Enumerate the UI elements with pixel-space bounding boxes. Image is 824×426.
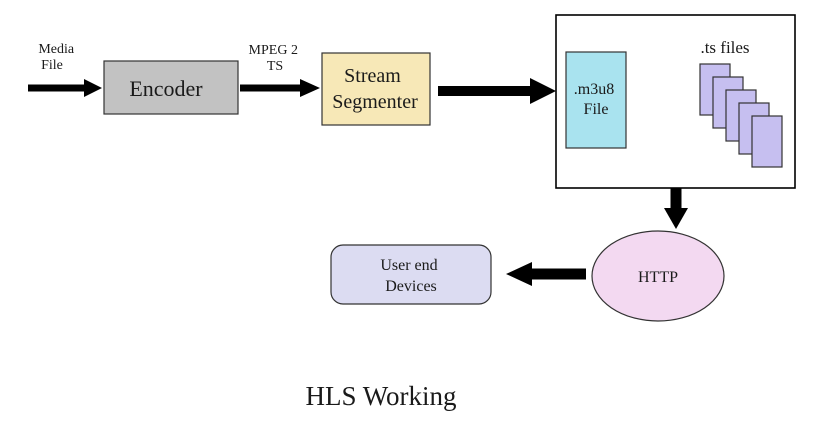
encoder-box: [103, 60, 239, 115]
diagram-title: HLS Working: [305, 381, 456, 411]
input-label-line-1: Media: [38, 42, 75, 57]
ts-file-stack: [699, 63, 783, 168]
devices-label: User end Devices: [380, 257, 441, 295]
http-node: HTTP: [591, 230, 725, 322]
segmenter-label-line-2: Segmenter: [332, 91, 418, 113]
m3u8-label-line-1: .m3u8: [574, 81, 614, 98]
m3u8-label-line-2: File: [584, 101, 609, 118]
arrow-http-to-devices: [506, 262, 586, 286]
encoder-label: Encoder: [129, 76, 203, 101]
http-label: HTTP: [638, 269, 678, 286]
segmenter-box: [321, 52, 431, 126]
ts-file: [751, 115, 783, 168]
devices-node: User end Devices: [330, 244, 492, 305]
encoder-output-label-line-2: TS: [267, 59, 283, 74]
arrow-input-to-encoder: [28, 79, 102, 97]
segmenter-label-line-1: Stream: [344, 65, 401, 87]
arrow-server-to-http: [664, 188, 688, 229]
m3u8-node: .m3u8 File: [565, 51, 627, 149]
segmenter-label: Stream Segmenter: [332, 65, 418, 113]
http-ellipse: [591, 230, 725, 322]
arrow-segmenter-to-server: [438, 78, 556, 104]
input-label: Media File: [38, 42, 77, 73]
encoder-output-label-line-1: MPEG 2: [249, 43, 298, 58]
devices-label-line-1: User end: [380, 257, 437, 274]
ts-files-label: .ts files: [700, 38, 749, 57]
segmenter-node: Stream Segmenter: [321, 52, 431, 126]
devices-box: [330, 244, 492, 305]
devices-label-line-2: Devices: [385, 278, 437, 295]
m3u8-box: [565, 51, 627, 149]
encoder-output-label: MPEG 2 TS: [249, 43, 302, 74]
input-label-line-2: File: [41, 58, 63, 73]
arrow-encoder-to-segmenter: [240, 79, 320, 97]
encoder-node: Encoder: [103, 60, 239, 115]
m3u8-label: .m3u8 File: [574, 81, 618, 118]
